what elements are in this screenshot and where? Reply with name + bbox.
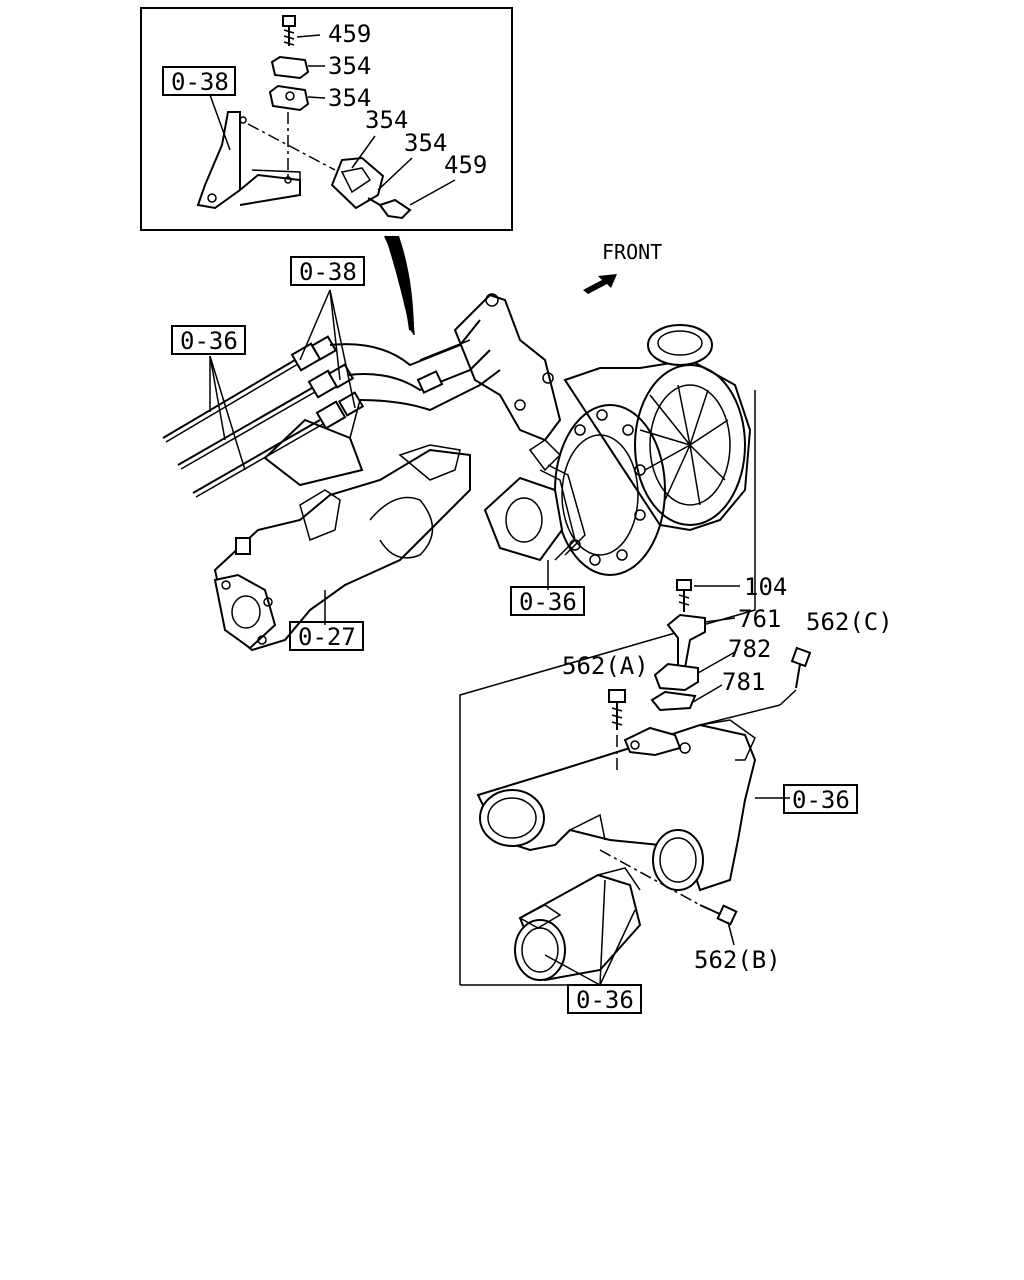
ref-label-0-38: 0-38 <box>171 68 229 96</box>
ref-label-0-36: 0-36 <box>576 986 634 1014</box>
part-label-354: 354 <box>404 129 447 157</box>
ref-label-0-36: 0-36 <box>792 786 850 814</box>
front-label: FRONT <box>602 240 662 264</box>
part-label-781: 781 <box>722 668 765 696</box>
ref-box <box>783 784 858 814</box>
part-label-459: 459 <box>328 20 371 48</box>
part-label-562a: 562(A) <box>562 652 649 680</box>
gasket <box>650 690 697 712</box>
ref-label-0-36: 0-36 <box>519 588 577 616</box>
ref-box <box>510 586 585 616</box>
part-label-562b: 562(B) <box>694 946 781 974</box>
main-assembly: 0-38 0-36 0-27 0-36 <box>162 256 752 652</box>
bolt-icon <box>608 689 626 730</box>
sensor-block <box>653 662 699 692</box>
oil-pipe <box>162 359 296 439</box>
part-label-104: 104 <box>744 573 787 601</box>
ref-box <box>567 984 642 1014</box>
ref-label-0-36: 0-36 <box>180 327 238 355</box>
clamp-lower <box>268 84 310 112</box>
bolt-icon <box>790 646 812 689</box>
intake-assembly: 104 761 782 781 562(A) 562(C) 562(B) 0-3… <box>459 390 893 1014</box>
inset-frame <box>140 7 513 231</box>
front-indicator: FRONT <box>583 240 662 294</box>
ref-box <box>171 325 246 355</box>
front-arrow-icon <box>583 274 617 294</box>
clamp-block <box>330 156 385 210</box>
part-label-459: 459 <box>444 151 487 179</box>
part-label-354: 354 <box>328 52 371 80</box>
bolt-icon <box>282 15 296 46</box>
support-bracket <box>453 293 562 442</box>
part-label-354: 354 <box>365 106 408 134</box>
section-frame <box>459 390 756 985</box>
exhaust-manifold <box>213 448 471 652</box>
oil-pipe <box>192 419 321 494</box>
bolt-icon <box>367 197 412 220</box>
part-label-782: 782 <box>728 635 771 663</box>
part-label-354: 354 <box>328 84 371 112</box>
ref-box <box>289 621 364 651</box>
turbocharger <box>554 324 752 576</box>
ref-box <box>162 66 236 96</box>
clamp-upper <box>270 55 310 80</box>
intake-housing <box>476 723 757 892</box>
bolt-icon <box>699 904 738 926</box>
bolt-icon <box>676 579 692 612</box>
hose-clamp <box>518 904 562 929</box>
part-label-761: 761 <box>738 605 781 633</box>
ref-label-0-38: 0-38 <box>299 258 357 286</box>
part-label-562c: 562(C) <box>806 608 893 636</box>
pipe-bracket <box>263 418 364 487</box>
ref-box <box>290 256 365 286</box>
ref-label-0-27: 0-27 <box>298 623 356 651</box>
turbo-flange <box>483 476 564 562</box>
inset-bracket <box>196 111 241 210</box>
sensor-bracket <box>666 613 706 670</box>
manifold-flange <box>213 573 277 650</box>
oil-pipe <box>177 387 313 466</box>
inset-detail: 459 354 354 354 354 459 0-38 <box>140 7 513 231</box>
